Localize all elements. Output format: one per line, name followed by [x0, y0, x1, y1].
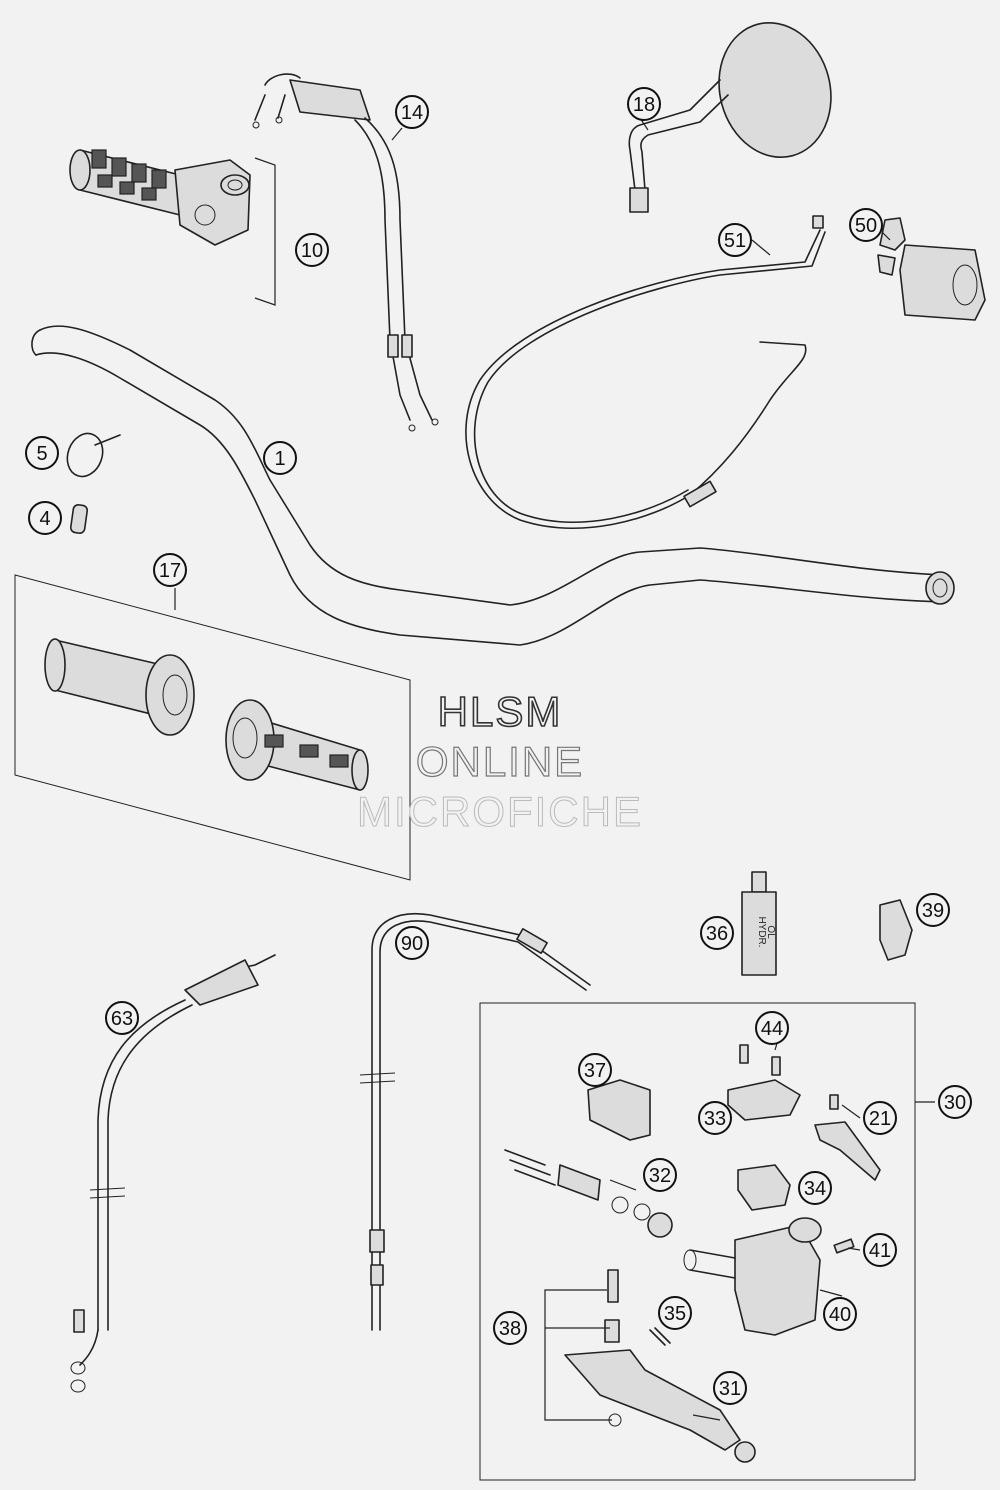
- callout-label: 90: [401, 933, 423, 955]
- callout-30: 30: [938, 1085, 972, 1119]
- callout-21: 21: [863, 1101, 897, 1135]
- handlebar-switch-part: [877, 217, 986, 321]
- callout-label: 5: [36, 443, 47, 465]
- adjuster-lever-part: [814, 1121, 881, 1181]
- callout-label: 30: [944, 1092, 966, 1114]
- callout-label: 4: [39, 508, 50, 530]
- callout-label: 44: [761, 1018, 783, 1040]
- watermark-line1: HLSM: [437, 687, 563, 736]
- master-cylinder-group: [479, 1002, 935, 1481]
- watermark-line3: MICROFICHE: [357, 788, 643, 836]
- clutch-cable-part: [359, 913, 591, 1331]
- callout-label: 14: [401, 102, 423, 124]
- callout-label: 51: [724, 230, 746, 252]
- callout-18: 18: [627, 87, 661, 121]
- callout-label: 21: [869, 1108, 891, 1130]
- callout-label: 50: [855, 215, 877, 237]
- callout-5: 5: [25, 436, 59, 470]
- callout-17: 17: [153, 553, 187, 587]
- callout-44: 44: [755, 1011, 789, 1045]
- watermark-line2: ONLINE: [415, 737, 585, 785]
- reservoir-cover-part: [727, 1079, 801, 1121]
- speedometer-cable-part: [70, 954, 276, 1393]
- callout-1: 1: [263, 441, 297, 475]
- callout-40: 40: [823, 1297, 857, 1331]
- callout-14: 14: [395, 95, 429, 129]
- callout-39: 39: [916, 893, 950, 927]
- callout-31: 31: [713, 1371, 747, 1405]
- callout-41: 41: [863, 1233, 897, 1267]
- callout-label: 33: [704, 1108, 726, 1130]
- callout-label: 1: [274, 448, 285, 470]
- callout-37: 37: [578, 1053, 612, 1087]
- mirror-part: [628, 21, 832, 213]
- callout-label: 34: [804, 1178, 826, 1200]
- callout-label: 37: [584, 1060, 606, 1082]
- bottle-label-line2: ÖL: [765, 925, 777, 939]
- clamp-part: [879, 899, 913, 961]
- callout-63: 63: [105, 1001, 139, 1035]
- callout-36: 36: [700, 916, 734, 950]
- callout-4: 4: [28, 501, 62, 535]
- callout-label: 18: [633, 94, 655, 116]
- callout-label: 36: [706, 923, 728, 945]
- callout-bubbles: 1451014171821303132333435363738394041445…: [25, 87, 972, 1405]
- bottle-label-line1: HYDR.: [756, 916, 767, 947]
- callout-label: 32: [649, 1165, 671, 1187]
- callout-label: 39: [922, 900, 944, 922]
- callout-label: 31: [719, 1378, 741, 1400]
- handlebar-part: [31, 325, 955, 646]
- throttle-grip-part: [69, 149, 276, 306]
- callout-label: 41: [869, 1240, 891, 1262]
- callout-32: 32: [643, 1158, 677, 1192]
- dust-cover-part: [587, 1079, 651, 1141]
- leader-lines: [391, 117, 891, 1421]
- switch-cable-part: [465, 215, 826, 529]
- callout-34: 34: [798, 1171, 832, 1205]
- callout-50: 50: [849, 208, 883, 242]
- callout-10: 10: [295, 233, 329, 267]
- grip-set-part: [14, 574, 411, 881]
- callout-90: 90: [395, 926, 429, 960]
- callout-35: 35: [658, 1296, 692, 1330]
- sleeve-part: [69, 504, 89, 534]
- throttle-cable-part: [252, 73, 439, 432]
- callout-38: 38: [493, 1311, 527, 1345]
- hand-brake-lever-part: [564, 1349, 741, 1451]
- hydraulic-oil-bottle-part: HYDR. ÖL: [741, 871, 777, 976]
- cable-tie-part: [66, 432, 121, 478]
- callout-51: 51: [718, 223, 752, 257]
- callout-33: 33: [698, 1101, 732, 1135]
- callout-label: 40: [829, 1304, 851, 1326]
- callout-label: 17: [159, 560, 181, 582]
- callout-label: 63: [111, 1008, 133, 1030]
- callout-label: 10: [301, 240, 323, 262]
- callout-label: 35: [664, 1303, 686, 1325]
- callout-label: 38: [499, 1318, 521, 1340]
